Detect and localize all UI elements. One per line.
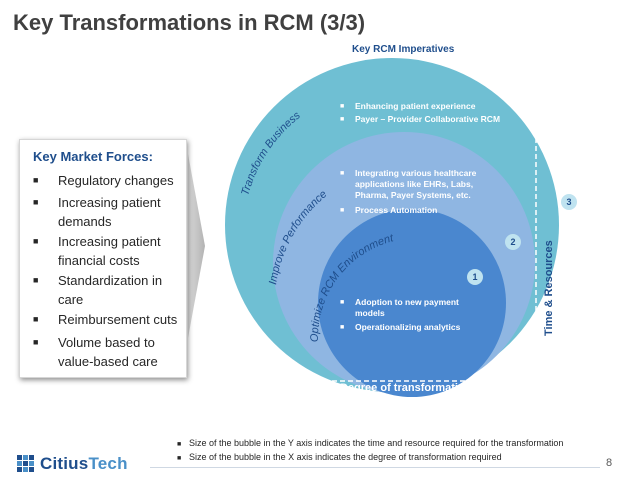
middle-imperative-item: ■Integrating various healthcare applicat… <box>340 168 477 200</box>
market-forces-panel: Key Market Forces: ■Regulatory changes ■… <box>19 139 187 378</box>
market-force-item: ■Regulatory changes <box>33 173 174 188</box>
inner-bubble <box>318 209 506 397</box>
badge-3: 3 <box>561 194 577 210</box>
market-force-item: ■Increasing patient demands <box>33 195 161 229</box>
logo-grid-icon <box>17 455 34 472</box>
outer-imperative-item: ■Enhancing patient experience <box>340 101 476 111</box>
x-axis-label: Degree of transformation <box>340 382 472 394</box>
x-axis-arrowhead <box>528 376 537 386</box>
badge-1: 1 <box>467 269 483 285</box>
market-force-item: ■Reimbursement cuts <box>33 312 178 327</box>
market-force-item: ■Increasing patient financial costs <box>33 234 161 268</box>
key-imperatives-heading: Key RCM Imperatives <box>352 44 455 55</box>
forces-arrow <box>188 154 205 338</box>
market-forces-heading: Key Market Forces: <box>33 149 153 164</box>
badge-2: 2 <box>505 234 521 250</box>
footnote: ■Size of the bubble in the X axis indica… <box>177 452 502 462</box>
slide-title: Key Transformations in RCM (3/3) <box>13 10 366 35</box>
outer-imperative-item: ■Payer – Provider Collaborative RCM <box>340 114 501 124</box>
y-axis-arrowhead <box>531 105 541 113</box>
logo-text: CitiusTech <box>40 454 128 473</box>
middle-imperative-item: ■Process Automation <box>340 205 438 215</box>
page-number: 8 <box>606 457 613 469</box>
footnote: ■Size of the bubble in the Y axis indica… <box>177 438 564 448</box>
y-axis-label: Time & Resources <box>543 240 555 336</box>
market-force-item: ■Standardization in care <box>33 273 163 307</box>
inner-imperative-item: ■Operationalizing analytics <box>340 322 461 332</box>
inner-imperative-item: ■Adoption to new payment models <box>340 297 459 318</box>
footer-divider <box>150 467 600 468</box>
market-force-item: ■Volume based to value-based care <box>33 335 158 369</box>
